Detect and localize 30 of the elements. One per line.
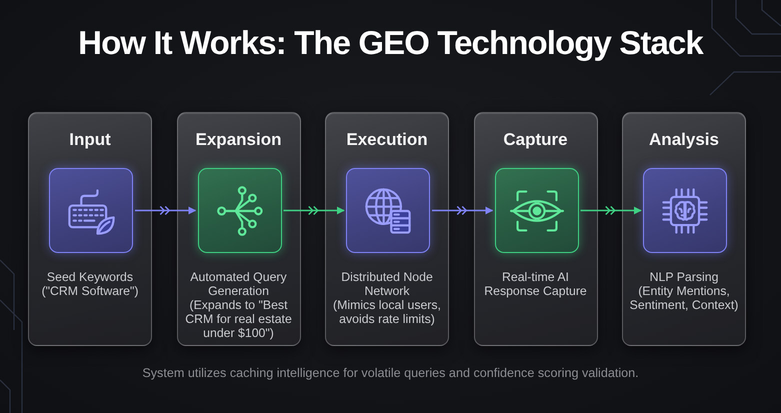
step-heading: Capture	[503, 129, 568, 151]
icon-tile	[198, 168, 282, 253]
step-card	[176, 112, 300, 346]
footnote: System utilizes caching intelligence for volatile queries and confidence scoring validation.	[142, 365, 639, 381]
step-description: Distributed Node Network	[340, 270, 434, 298]
step-description: NLP Parsing	[650, 270, 718, 284]
icon-tile	[494, 168, 578, 253]
step-card	[325, 112, 449, 346]
step-heading: Input	[69, 129, 111, 151]
title: How It Works: The GEO Technology Stack	[78, 23, 703, 63]
step-detail: (Mimics local users, avoids rate limits)	[332, 298, 442, 326]
step-heading: Analysis	[649, 129, 719, 151]
arrow	[284, 206, 345, 215]
step-card	[28, 112, 152, 346]
step-card	[474, 112, 598, 346]
step-description: Seed Keywords	[46, 270, 134, 284]
icon-tile	[643, 168, 727, 253]
arrow	[432, 206, 494, 215]
icon-tile	[49, 168, 133, 253]
step-detail: (Expands to "Best CRM for real estate under $100")	[184, 298, 293, 340]
step-detail: (Entity Mentions, Sentiment, Context)	[628, 284, 740, 312]
icon-tile	[346, 168, 430, 253]
arrow	[135, 206, 196, 215]
step-detail: ("CRM Software")	[42, 284, 138, 298]
step-heading: Execution	[346, 129, 428, 151]
step-heading: Expansion	[196, 129, 282, 151]
arrow	[580, 206, 642, 215]
step-description: Real-time AI Response Capture	[483, 270, 588, 298]
step-description: Automated Query Generation	[189, 270, 288, 298]
step-card	[622, 112, 746, 346]
